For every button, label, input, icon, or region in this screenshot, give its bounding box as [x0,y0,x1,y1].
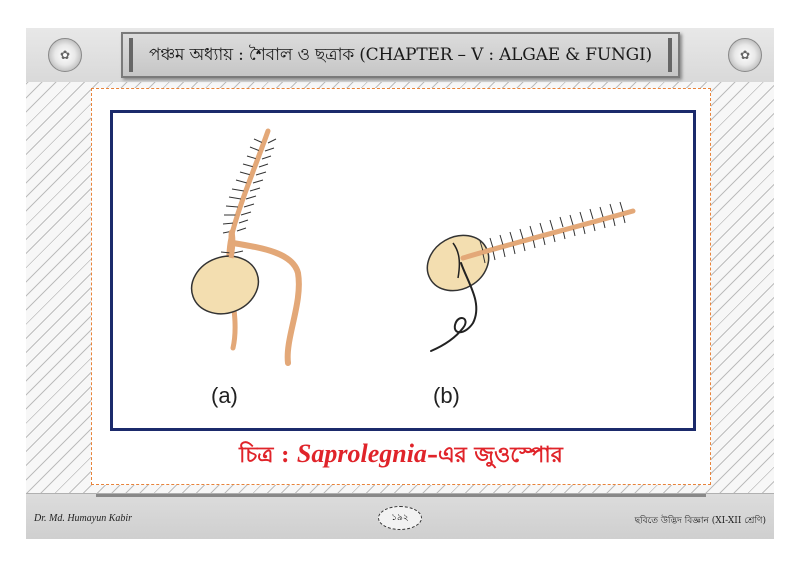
author-name: Dr. Md. Humayun Kabir [34,513,133,524]
zoospore-figure: (a) (b) [110,110,696,431]
figure-caption: চিত্র : Saprolegnia–এর জুওস্পোর [92,438,710,475]
caption-prefix: চিত্র : [239,442,297,468]
footer-divider [96,494,706,497]
emblem-right-icon: ✿ [728,38,762,72]
caption-suffix: –এর জুওস্পোর [426,442,563,468]
label-a: (a) [211,383,238,408]
title-box: পঞ্চম অধ্যায় : শৈবাল ও ছত্রাক (CHAPTER … [121,32,680,78]
content-panel: (a) (b) চিত্র : Saprolegnia–এর জুওস্পোর [91,88,711,485]
footer: Dr. Md. Humayun Kabir ১৯২ ছবিতে উদ্ভিদ ব… [26,493,774,539]
label-b: (b) [433,383,460,408]
zoospore-illustration: (a) (b) [190,128,636,408]
slide-page: ✿ পঞ্চম অধ্যায় : শৈবাল ও ছত্রাক (CHAPTE… [26,28,774,539]
zoospore-a [190,128,302,366]
chapter-title: পঞ্চম অধ্যায় : শৈবাল ও ছত্রাক (CHAPTER … [149,45,652,65]
caption-species: Saprolegnia [296,439,427,468]
header-band: ✿ পঞ্চম অধ্যায় : শৈবাল ও ছত্রাক (CHAPTE… [26,28,774,82]
emblem-left-icon: ✿ [48,38,82,72]
page-number: ১৯২ [378,506,422,530]
zoospore-b [426,201,636,352]
book-title: ছবিতে উদ্ভিদ বিজ্ঞান (XI-XII শ্রেণি) [634,516,766,526]
